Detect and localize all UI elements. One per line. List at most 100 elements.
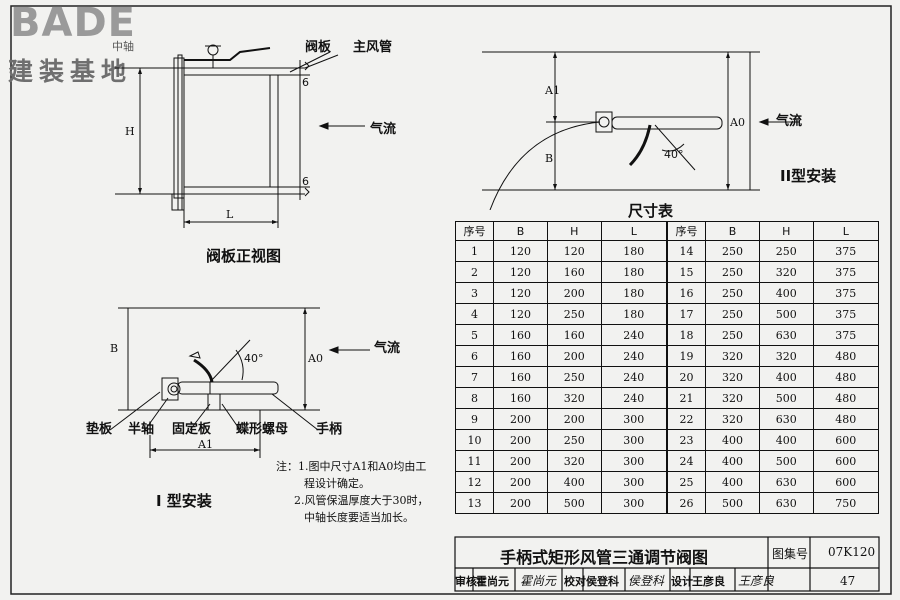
type1-part-pad: 垫板 (86, 422, 113, 437)
type1-part-handle: 手柄 (316, 422, 343, 437)
dim-table-title: 尺寸表 (628, 202, 674, 220)
note-line-3: 2.风管保温厚度大于30时， (294, 494, 429, 507)
type1-label-angle: 40° (244, 352, 264, 365)
table-cell: 320 (546, 450, 602, 472)
table-cell: 200 (493, 471, 548, 493)
type1-label-b: B (110, 342, 119, 355)
table-cell: 630 (758, 492, 814, 514)
table-cell: 750 (812, 492, 880, 514)
table-cell: 250 (758, 240, 814, 262)
table-cell: 180 (600, 282, 668, 304)
type1-label-airflow: 气流 (374, 341, 401, 356)
table-cell: 24 (665, 450, 707, 472)
type2-title: II型安装 (780, 167, 837, 185)
type2-drawing (482, 51, 800, 210)
front-label-6-top: 6 (302, 76, 309, 89)
table-cell: 160 (546, 324, 602, 346)
type1-drawing (109, 307, 370, 458)
col-header-no: 序号 (454, 221, 495, 241)
designer-signature: 王彦良 (738, 574, 775, 588)
table-cell: 22 (665, 408, 707, 430)
table-cell: 200 (493, 408, 548, 430)
table-cell: 23 (665, 429, 707, 451)
notes-prefix: 注： (276, 460, 298, 473)
drawing-title: 手柄式矩形风管三通调节阀图 (500, 548, 709, 567)
type1-label-a0: A0 (308, 352, 323, 365)
table-cell: 120 (493, 261, 548, 283)
front-label-airflow: 气流 (370, 122, 397, 137)
reviewer-name: 霍尚元 (476, 575, 509, 588)
review-label: 审核 (455, 575, 477, 588)
table-cell: 500 (705, 492, 760, 514)
table-cell: 375 (812, 282, 880, 304)
note-line-1: 1.图中尺寸A1和A0均由工 (298, 460, 427, 473)
table-cell: 12 (454, 471, 495, 493)
logo-subtitle: 建装基地 (8, 57, 133, 86)
type2-label-a0: A0 (730, 116, 745, 129)
design-label: 设计 (671, 575, 693, 588)
table-cell: 480 (812, 408, 880, 430)
table-cell: 180 (600, 240, 668, 262)
table-cell: 300 (600, 492, 668, 514)
table-cell: 11 (454, 450, 495, 472)
table-cell: 250 (546, 429, 602, 451)
type2-label-b: B (545, 152, 554, 165)
front-view-title: 阀板正视图 (206, 247, 282, 265)
table-cell: 320 (758, 261, 814, 283)
atlas-label: 图集号 (772, 547, 809, 561)
notes-block: 注：1.图中尺寸A1和A0均由工 程设计确定。 2.风管保温厚度大于30时， 中… (276, 458, 429, 526)
note-line-2: 程设计确定。 (304, 477, 370, 490)
table-cell: 26 (665, 492, 707, 514)
table-cell: 320 (546, 387, 602, 409)
table-cell: 400 (705, 471, 760, 493)
note-line-4: 中轴长度要适当加长。 (304, 511, 414, 524)
type1-title: I 型安装 (156, 492, 212, 510)
table-cell: 13 (454, 492, 495, 514)
atlas-number: 07K120 (828, 545, 876, 559)
table-cell: 240 (600, 366, 668, 388)
table-cell: 300 (600, 408, 668, 430)
front-label-l: L (226, 208, 234, 221)
type1-label-a1: A1 (198, 438, 213, 451)
front-label-6-bottom: 6 (302, 175, 309, 188)
type2-label-airflow: 气流 (776, 114, 803, 129)
type2-label-angle: 40° (664, 148, 684, 161)
front-view-drawing (115, 44, 365, 228)
type1-part-fixplate: 固定板 (172, 422, 212, 437)
front-label-duct: 主风管 (353, 40, 393, 55)
checker-signature: 侯登科 (628, 574, 665, 588)
table-cell: 300 (600, 450, 668, 472)
page-number: 47 (840, 574, 856, 588)
type1-part-wingnut: 蝶形螺母 (236, 422, 289, 437)
logo-brand: BADE (10, 0, 136, 46)
front-label-h: H (125, 125, 135, 138)
table-cell: 400 (758, 366, 814, 388)
table-cell: 160 (546, 261, 602, 283)
table-cell: 120 (493, 303, 548, 325)
front-label-valve: 阀板 (305, 40, 332, 55)
type2-label-a1: A1 (545, 84, 560, 97)
table-cell: 120 (493, 240, 548, 262)
table-cell: 200 (493, 492, 548, 514)
table-cell: 400 (705, 450, 760, 472)
type1-part-halfshaft: 半轴 (128, 422, 155, 437)
logo-small: 中轴 (112, 40, 134, 53)
checker-name: 侯登科 (586, 575, 619, 588)
reviewer-signature: 霍尚元 (520, 574, 557, 588)
designer-name: 王彦良 (692, 575, 725, 588)
table-cell: 16 (665, 282, 707, 304)
